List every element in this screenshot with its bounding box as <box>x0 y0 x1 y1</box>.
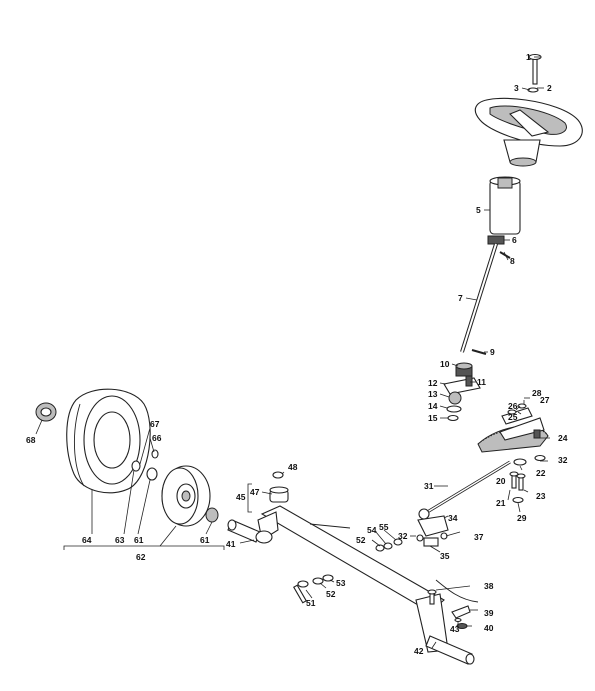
leader-lines <box>35 56 550 649</box>
wheel-bearings <box>131 449 219 523</box>
callout-52b: 52 <box>326 589 336 599</box>
tire <box>66 388 151 494</box>
callout-53: 53 <box>336 578 346 588</box>
callout-1: 1 <box>526 52 531 62</box>
sector-bolts <box>509 471 526 504</box>
front-axle <box>257 505 445 613</box>
callout-55: 55 <box>379 522 389 532</box>
callout-3: 3 <box>514 83 519 93</box>
left-spindle <box>227 519 273 544</box>
callout-39: 39 <box>484 608 494 618</box>
callout-68: 68 <box>26 435 36 445</box>
callout-63: 63 <box>115 535 125 545</box>
callout-22: 22 <box>536 468 546 478</box>
callout-61a: 61 <box>134 535 144 545</box>
callout-28: 28 <box>532 388 542 398</box>
callout-13: 13 <box>428 389 438 399</box>
steering-bolt <box>528 53 542 85</box>
callout-38: 38 <box>484 581 494 591</box>
rim <box>161 465 211 527</box>
callout-32a: 32 <box>558 455 568 465</box>
callout-labels: 1 2 3 5 6 8 7 9 10 11 12 13 14 15 28 26 … <box>26 52 568 656</box>
column-cover <box>489 176 521 235</box>
axle-hardware-center <box>375 538 403 552</box>
callout-6: 6 <box>512 235 517 245</box>
steering-shaft <box>460 243 498 353</box>
sector-plate <box>501 407 533 425</box>
shaft-pin <box>471 349 487 355</box>
callout-61b: 61 <box>200 535 210 545</box>
callout-54: 54 <box>367 525 377 535</box>
callout-64: 64 <box>82 535 92 545</box>
callout-15: 15 <box>428 413 438 423</box>
callout-2: 2 <box>547 83 552 93</box>
bearing <box>448 391 462 405</box>
callout-14: 14 <box>428 401 438 411</box>
callout-29: 29 <box>517 513 527 523</box>
pinion-bracket <box>443 375 481 395</box>
steering-wheel <box>474 97 583 167</box>
callout-43: 43 <box>450 624 460 634</box>
axle-hardware-right <box>427 589 471 629</box>
callout-37: 37 <box>474 532 484 542</box>
callout-67: 67 <box>150 419 160 429</box>
callout-11: 11 <box>477 377 486 387</box>
callout-51: 51 <box>306 598 316 608</box>
callout-52a: 52 <box>356 535 366 545</box>
axle-bolt <box>293 574 334 604</box>
callout-10: 10 <box>440 359 450 369</box>
callout-12: 12 <box>428 378 438 388</box>
callout-47: 47 <box>250 487 260 497</box>
steering-washer <box>527 87 539 93</box>
column-bushing <box>487 235 505 245</box>
callout-23: 23 <box>536 491 546 501</box>
callout-42: 42 <box>414 646 424 656</box>
callout-66: 66 <box>152 433 162 443</box>
callout-9: 9 <box>490 347 495 357</box>
callout-7: 7 <box>458 293 463 303</box>
pinion-gear <box>455 362 473 377</box>
callout-48: 48 <box>288 462 298 472</box>
hub-cap <box>35 402 57 422</box>
callout-5: 5 <box>476 205 481 215</box>
callout-31: 31 <box>424 481 434 491</box>
callout-35: 35 <box>440 551 450 561</box>
callout-8: 8 <box>510 256 515 266</box>
callout-45: 45 <box>236 492 246 502</box>
callout-32b: 32 <box>398 531 408 541</box>
callout-25: 25 <box>508 412 518 422</box>
callout-34: 34 <box>448 513 458 523</box>
callout-62: 62 <box>136 552 146 562</box>
axle-pivot <box>269 471 289 503</box>
callout-20: 20 <box>496 476 506 486</box>
sector-washers <box>513 454 546 466</box>
roll-pin <box>499 251 511 259</box>
sector-nuts <box>507 403 541 439</box>
callout-24: 24 <box>558 433 568 443</box>
callout-26: 26 <box>508 401 518 411</box>
steering-arm <box>416 515 449 547</box>
callout-21: 21 <box>496 498 506 508</box>
sector-gear <box>477 417 549 453</box>
nut-15 <box>447 414 459 422</box>
callout-27: 27 <box>540 395 550 405</box>
callout-40: 40 <box>484 623 494 633</box>
callout-41: 41 <box>226 539 236 549</box>
spacer <box>446 405 462 413</box>
